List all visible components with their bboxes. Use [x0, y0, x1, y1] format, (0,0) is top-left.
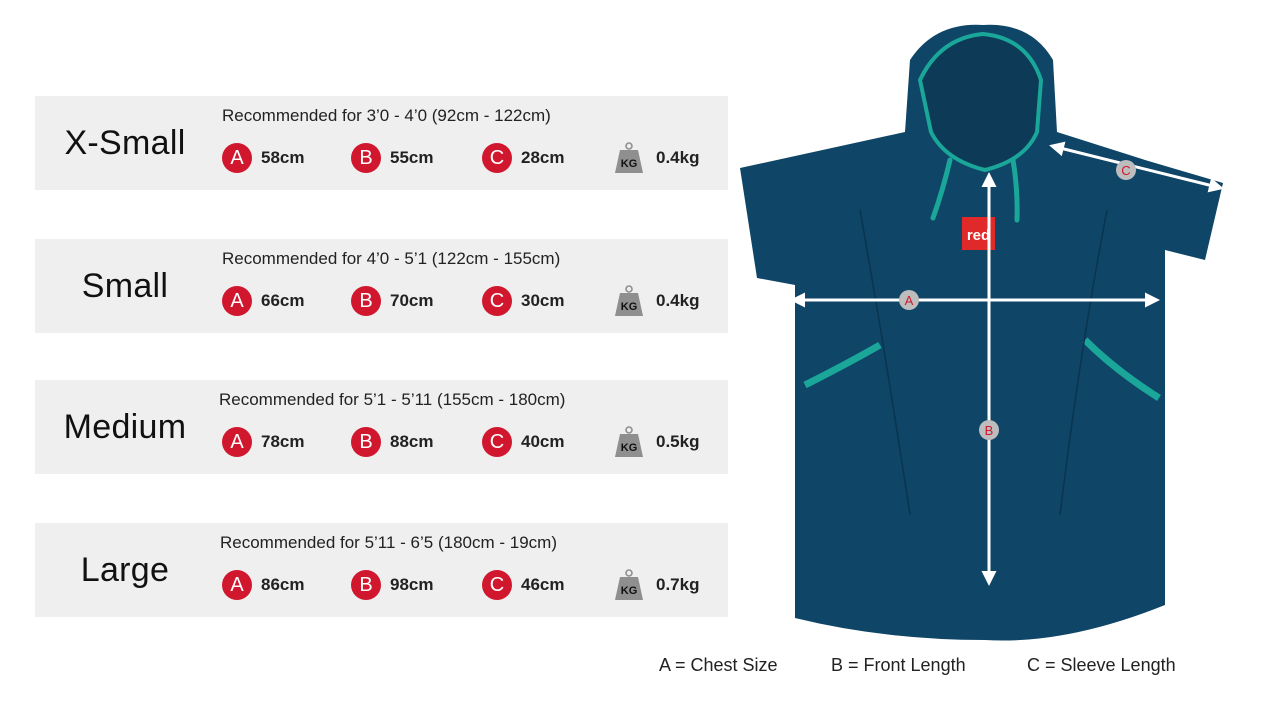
badge-b-icon: B — [351, 570, 381, 600]
chest-measure: A 58cm — [222, 141, 304, 175]
drawstring-left — [930, 157, 953, 221]
badge-c-icon: C — [482, 143, 512, 173]
svg-text:red: red — [967, 227, 990, 244]
sleeve-measure: C 28cm — [482, 141, 564, 175]
size-name: Medium — [63, 407, 187, 446]
svg-text:KG: KG — [621, 301, 638, 313]
badge-a-icon: A — [222, 143, 252, 173]
recommended-height: Recommended for 4’0 - 5’1 (122cm - 155cm… — [222, 249, 561, 268]
badge-c-icon: C — [482, 427, 512, 457]
badge-a-icon: A — [222, 286, 252, 316]
size-name: X-Small — [64, 123, 186, 162]
legend-sleeve: C = Sleeve Length — [1027, 655, 1176, 675]
svg-text:A: A — [905, 293, 914, 308]
badge-a-icon: A — [222, 427, 252, 457]
weight-kg-icon: KG — [615, 142, 643, 173]
badge-c-icon: C — [482, 286, 512, 316]
weight-kg-icon: KG — [615, 285, 643, 316]
pocket-trim-left — [803, 341, 882, 389]
badge-b-icon: B — [351, 143, 381, 173]
size-name: Large — [80, 550, 170, 589]
badge-b-icon: B — [351, 427, 381, 457]
svg-text:KG: KG — [621, 442, 638, 454]
weight-measure: KG 0.5kg — [612, 425, 699, 459]
size-name: Small — [81, 266, 169, 305]
weight-measure: KG 0.4kg — [612, 141, 699, 175]
recommended-height: Recommended for 5’1 - 5’11 (155cm - 180c… — [219, 390, 566, 409]
size-row-small: Small Recommended for 4’0 - 5’1 (122cm -… — [35, 239, 728, 333]
size-row-medium: Medium Recommended for 5’1 - 5’11 (155cm… — [35, 380, 728, 474]
svg-text:KG: KG — [621, 585, 638, 597]
svg-text:B: B — [985, 423, 994, 438]
length-measure: B 98cm — [351, 568, 433, 602]
badge-c-icon: C — [482, 570, 512, 600]
marker-c-icon: C — [1116, 160, 1136, 180]
weight-measure: KG 0.7kg — [612, 568, 699, 602]
marker-b-icon: B — [979, 420, 999, 440]
weight-kg-icon: KG — [615, 569, 643, 600]
length-measure: B 70cm — [351, 284, 433, 318]
size-row-large: Large Recommended for 5’11 - 6’5 (180cm … — [35, 523, 728, 617]
poncho-diagram: red A B C — [740, 24, 1224, 641]
weight-kg-icon: KG — [615, 426, 643, 457]
badge-a-icon: A — [222, 570, 252, 600]
drawstring-right — [1010, 157, 1020, 223]
marker-a-icon: A — [899, 290, 919, 310]
legend-chest: A = Chest Size — [659, 655, 778, 675]
badge-b-icon: B — [351, 286, 381, 316]
svg-text:C: C — [1121, 163, 1130, 178]
chest-measure: A 78cm — [222, 425, 304, 459]
chest-measure: A 66cm — [222, 284, 304, 318]
svg-text:KG: KG — [621, 158, 638, 170]
recommended-height: Recommended for 3’0 - 4’0 (92cm - 122cm) — [222, 106, 551, 125]
recommended-height: Recommended for 5’11 - 6’5 (180cm - 19cm… — [220, 533, 557, 552]
sleeve-measure: C 46cm — [482, 568, 564, 602]
length-measure: B 55cm — [351, 141, 433, 175]
size-row-xsmall: X-Small Recommended for 3’0 - 4’0 (92cm … — [35, 96, 728, 190]
measure-arrow-c — [1049, 141, 1224, 193]
chest-measure: A 86cm — [222, 568, 304, 602]
weight-measure: KG 0.4kg — [612, 284, 699, 318]
length-measure: B 88cm — [351, 425, 433, 459]
pocket-trim-right — [1082, 337, 1161, 401]
legend-length: B = Front Length — [831, 655, 966, 675]
sleeve-measure: C 40cm — [482, 425, 564, 459]
sleeve-measure: C 30cm — [482, 284, 564, 318]
hood-trim — [917, 31, 1044, 173]
